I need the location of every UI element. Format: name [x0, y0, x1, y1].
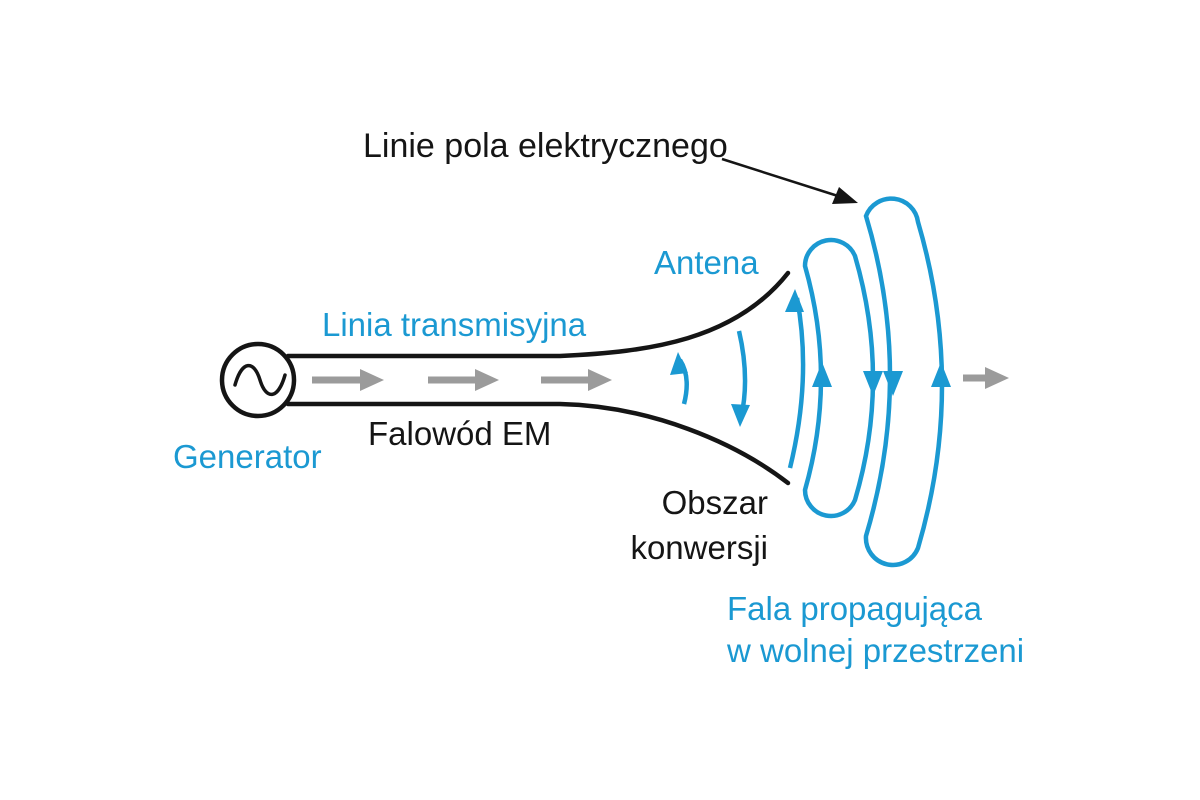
conversion-field-arrow-down [731, 330, 750, 427]
arrow-shaft [787, 297, 806, 469]
label-free-space-wave-line1: Fala propagująca [727, 590, 983, 627]
label-waveguide: Falowód EM [368, 415, 551, 452]
waveguide-arrow-2 [428, 369, 499, 391]
transmission-line-bottom-conductor [285, 401, 791, 486]
arrow-head [670, 352, 688, 375]
arrow-head [785, 289, 804, 312]
label-antenna: Antena [654, 244, 759, 281]
field-loop-outer-right-up-arrow-head [931, 362, 951, 387]
waveguide-antenna-outline [285, 270, 791, 486]
electric-field-loops [802, 196, 951, 568]
conversion-region-field-arrows [670, 289, 806, 469]
arrow-shaft [721, 157, 839, 198]
generator-circle [219, 341, 297, 419]
label-field-lines: Linie pola elektrycznego [363, 127, 728, 165]
label-generator: Generator [173, 438, 322, 475]
generator-symbol [219, 341, 297, 419]
arrow-head [985, 367, 1009, 389]
field-loop-inner-right-down-arrow-head [863, 371, 883, 396]
label-conversion-region-line2: konwersji [630, 529, 768, 566]
arrow-head [832, 187, 858, 204]
waveguide-propagation-arrows [312, 367, 1009, 391]
label-transmission-line: Linia transmisyjna [322, 306, 587, 343]
conversion-field-arrow-up-small [670, 352, 689, 405]
sine-wave-icon [233, 363, 287, 397]
waveguide-arrow-1 [312, 369, 384, 391]
field-lines-callout-arrow [721, 157, 858, 204]
mouth-field-arrow-up [785, 289, 806, 469]
field-loop-inner [802, 237, 876, 519]
transmission-line-top-conductor [285, 270, 791, 359]
arrow-head [731, 404, 750, 427]
waveguide-arrow-3 [541, 369, 612, 391]
arrow-head [360, 369, 384, 391]
arrow-head [475, 369, 499, 391]
field-loop-outer [863, 196, 945, 568]
field-loop-inner-left-up-arrow-head [812, 362, 832, 387]
label-conversion-region-line1: Obszar [662, 484, 768, 521]
arrow-head [588, 369, 612, 391]
field-loop-outer-left-down-arrow-head [883, 371, 903, 396]
free-space-propagation-arrow [963, 367, 1009, 389]
label-free-space-wave-line2: w wolnej przestrzeni [726, 632, 1024, 669]
